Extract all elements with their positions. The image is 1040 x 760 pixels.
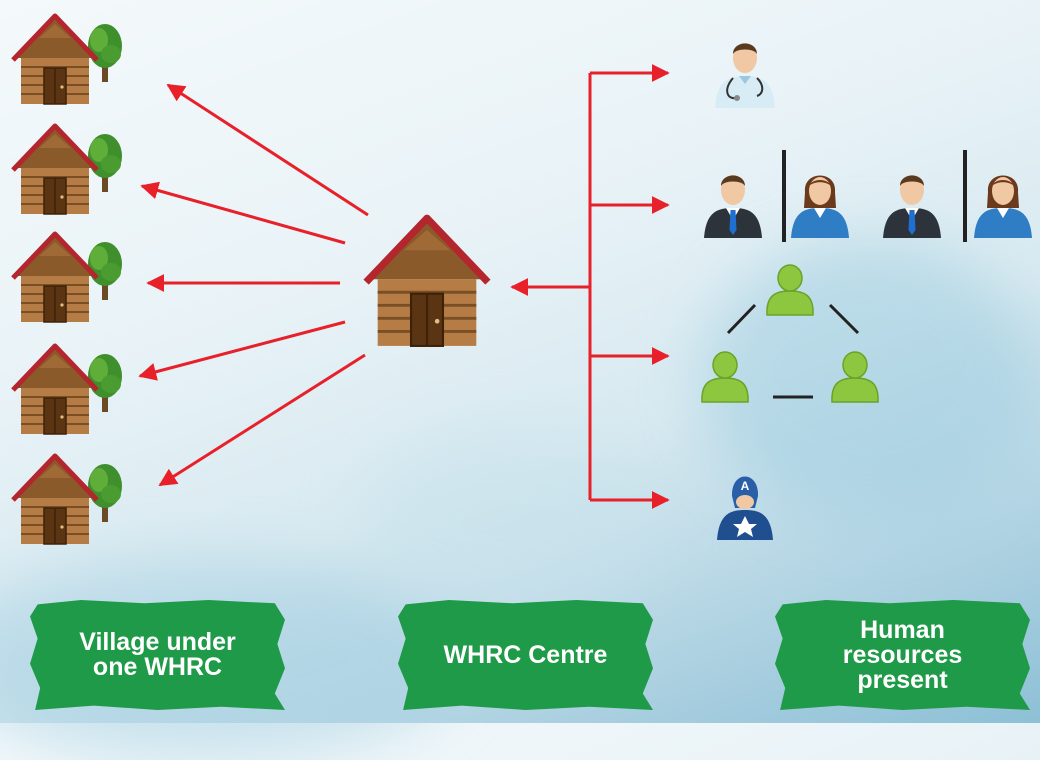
resources-label-banner: Human resources present [775, 600, 1030, 710]
arrow-to-village-4 [138, 320, 346, 381]
village-hut-icon [13, 234, 122, 322]
arrow-to-village-1 [166, 83, 369, 217]
centre-label: WHRC Centre [443, 640, 608, 669]
resources-label: Human resources present [842, 615, 963, 694]
centre-label-banner: WHRC Centre [398, 600, 653, 710]
village-hut-icon [13, 456, 122, 544]
centre-to-village-arrows [138, 83, 369, 487]
village-huts [13, 16, 122, 544]
volunteer-hero-icon [717, 476, 773, 540]
arrow-to-village-2 [140, 181, 346, 245]
resource-bracket-arrows [510, 64, 670, 509]
male-female-staff-pairs-icon [704, 150, 1032, 242]
villages-label: Village under one WHRC [79, 628, 236, 681]
village-hut-icon [13, 126, 122, 214]
village-hut-icon [13, 16, 122, 104]
villages-label-banner: Village under one WHRC [30, 600, 285, 710]
whrc-diagram: A [0, 0, 1032, 723]
arrow-to-village-5 [158, 353, 366, 487]
village-hut-icon [13, 346, 122, 434]
whrc-centre-hut-icon [366, 218, 488, 346]
doctor-icon [714, 42, 776, 109]
community-group-icon [701, 264, 879, 403]
